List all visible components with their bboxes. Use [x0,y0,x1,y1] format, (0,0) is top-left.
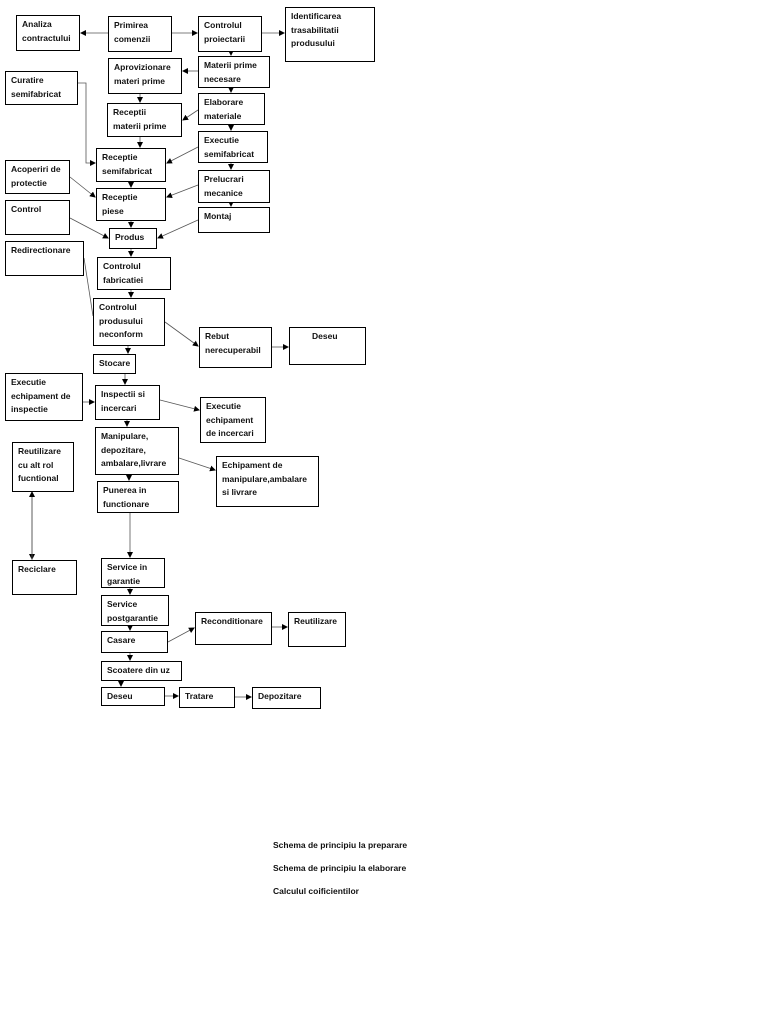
node-elaborare-materiale: Elaborare materiale [198,93,265,125]
caption-calculul-coeficientilor: Calculul coificientilor [273,886,359,896]
node-reutilizare: Reutilizare [288,612,346,647]
node-identificarea-trasabilitatii: Identificarea trasabilitatii produsului [285,7,375,62]
arrow-neconform-to-rebut [164,321,199,347]
arrow-montaj-to-produs [157,219,199,239]
node-produs: Produs [109,228,157,249]
arrow-casare-to-reconditionare [167,627,195,643]
caption-schema-preparare: Schema de principiu la preparare [273,840,408,850]
node-executie-echipament-inspectie: Executie echipament de inspectie [5,373,83,421]
arrow-acoperiri-to-piese [69,176,96,198]
node-depozitare: Depozitare [252,687,321,709]
node-executie-semifabricat: Executie semifabricat [198,131,268,163]
node-reconditionare: Reconditionare [195,612,272,645]
node-acoperiri-de-protectie: Acoperiri de protectie [5,160,70,194]
node-deseu-final: Deseu [101,687,165,706]
node-receptie-semifabricat: Receptie semifabricat [96,148,166,182]
node-deseu: Deseu [289,327,366,365]
arrow-curatire-to-receptie-semifabricat [78,82,96,166]
node-receptii-materii-prime: Receptii materii prime [107,103,182,137]
node-executie-echipament-incercari: Executie echipament de incercari [200,397,266,443]
node-prelucrari-mecanice: Prelucrari mecanice [198,170,270,203]
node-service-in-garantie: Service in garantie [101,558,165,588]
node-receptie-piese: Receptie piese [96,188,166,221]
node-controlul-proiectarii: Controlul proiectarii [198,16,262,52]
arrow-manipulare-to-echipament [178,457,216,472]
node-controlul-fabricatiei: Controlul fabricatiei [97,257,171,290]
node-aprovizionare: Aprovizionare materi prime [108,58,182,94]
node-reutilizare-cu-alt-rol: Reutilizare cu alt rol fucntional [12,442,74,492]
node-montaj: Montaj [198,207,270,233]
node-stocare: Stocare [93,354,136,374]
node-scoatere-din-uz: Scoatere din uz [101,661,182,681]
node-tratare: Tratare [179,687,235,708]
arrow-inspectii-to-echipament-incercari [159,399,200,412]
node-redirectionare: Redirectionare [5,241,84,276]
node-control: Control [5,200,70,235]
node-reciclare: Reciclare [12,560,77,595]
node-controlul-produsului-neconform: Controlul produsului neconform [93,298,165,346]
node-echipament-manipulare: Echipament de manipulare,ambalare si liv… [216,456,319,507]
arrow-prelucrari-to-piese [166,184,199,198]
node-punerea-in-functionare: Punerea in functionare [97,481,179,513]
caption-schema-elaborare: Schema de principiu la elaborare [273,863,407,873]
arrow-executie-to-receptie-semifabricat [166,146,199,164]
node-curatire-semifabricat: Curatire semifabricat [5,71,78,105]
arrow-elaborare-to-receptii [182,109,199,121]
arrow-control-to-produs [69,217,109,239]
node-materii-prime-necesare: Materii prime necesare [198,56,270,88]
node-manipulare-depozitare: Manipulare, depozitare, ambalare,livrare [95,427,179,475]
node-casare: Casare [101,631,168,653]
node-service-postgarantie: Service postgarantie [101,595,169,626]
arrow-redirectionare-to-produs-neconform [83,257,94,317]
node-primirea-comenzii: Primirea comenzii [108,16,172,52]
node-analiza-contractului: Analiza contractului [16,15,80,51]
node-rebut-nerecuperabil: Rebut nerecuperabil [199,327,272,368]
node-inspectii-si-incercari: Inspectii si incercari [95,385,160,420]
